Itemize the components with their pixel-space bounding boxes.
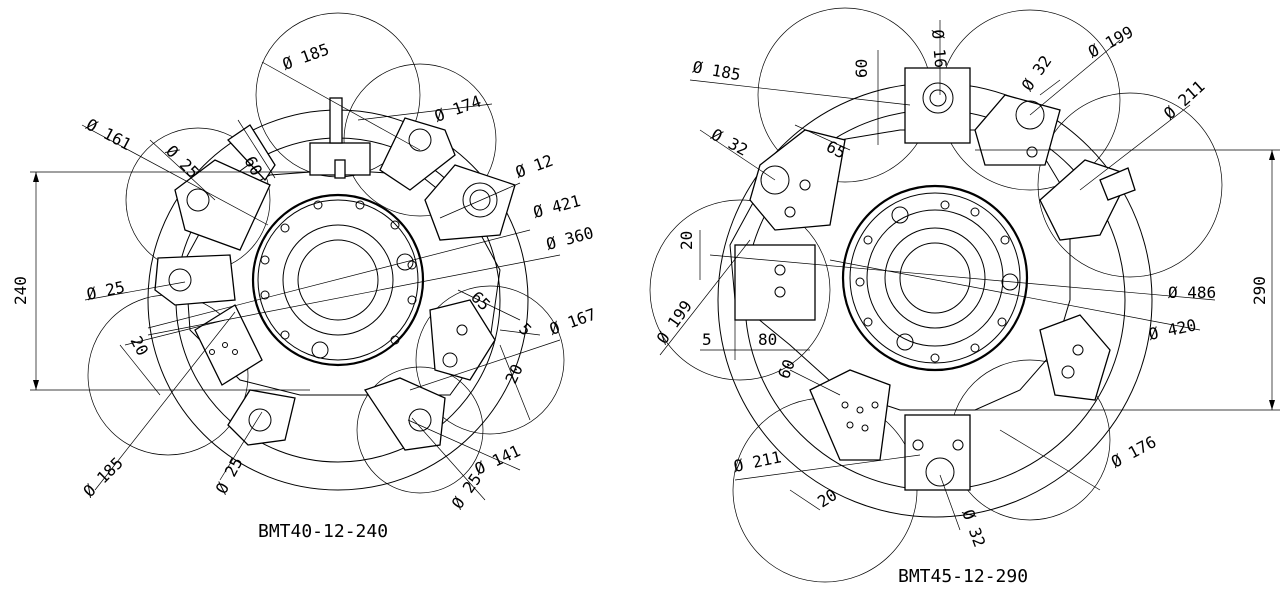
dim-v240: 240 — [11, 276, 30, 305]
dim-v60-bot: 60 — [774, 357, 799, 382]
dim-v5: 5 — [702, 330, 712, 349]
dim-d167: Ø 167 — [547, 304, 599, 338]
turret-bmt40: Ø 185 Ø 174 Ø 161 Ø 25 60 Ø 12 Ø 421 Ø 3… — [11, 12, 599, 542]
main-disc-inner-r — [849, 192, 1021, 364]
right-leaders — [659, 20, 1216, 531]
dim-v5: 5 — [515, 319, 535, 339]
dim-d32-c: Ø 32 — [958, 507, 989, 550]
bore-inner-r — [899, 242, 971, 314]
bolt-holes — [260, 200, 417, 359]
dim-v20-b: 20 — [126, 333, 152, 359]
dim-d25-c: Ø 25 — [212, 454, 247, 497]
dim-v20-a: 20 — [501, 361, 526, 386]
dim-d185-top: Ø 185 — [280, 39, 332, 73]
dim-d211-bot: Ø 211 — [732, 447, 783, 476]
dim-d174: Ø 174 — [432, 91, 484, 125]
bore-inner — [297, 239, 379, 321]
dim-d12: Ø 12 — [513, 151, 556, 182]
dim-d176: Ø 176 — [1108, 432, 1159, 471]
dim-d185-bot: Ø 185 — [79, 453, 126, 500]
dim-d32-b: Ø 32 — [708, 125, 751, 160]
tool-circle-167 — [415, 285, 565, 435]
tool-circle-174 — [343, 63, 497, 217]
tool-circle-199-left — [649, 199, 831, 381]
dim-d185: Ø 185 — [691, 57, 742, 84]
main-disc — [251, 193, 425, 367]
dim-v20-b: 20 — [814, 485, 840, 511]
dim-d486: Ø 486 — [1168, 283, 1216, 302]
main-disc-r — [841, 184, 1029, 372]
dim-v290: 290 — [1250, 276, 1269, 305]
dim-v80: 80 — [758, 330, 777, 349]
main-disc-inner — [257, 199, 419, 361]
dim-d199-left: Ø 199 — [653, 297, 696, 347]
dim-v60-top: 60 — [852, 59, 871, 78]
dim-d420: Ø 420 — [1147, 315, 1198, 344]
tool-blocks-r — [734, 67, 1136, 491]
bore-mid-r — [884, 227, 986, 329]
dim-d211-top: Ø 211 — [1160, 77, 1209, 123]
tool-blocks — [154, 97, 516, 451]
dim-d360: Ø 360 — [544, 223, 595, 254]
left-leaders — [81, 61, 561, 501]
caption-bmt40: BMT40-12-240 — [258, 521, 388, 542]
dim-d16: Ø 16 — [928, 29, 950, 69]
tool-circle-211-top — [1037, 92, 1223, 278]
dim-v20: 20 — [677, 231, 696, 250]
dim-d141: Ø 141 — [472, 441, 524, 479]
bore-outer — [282, 224, 394, 336]
dim-d25-b: Ø 25 — [85, 277, 127, 304]
tool-circle-141 — [356, 366, 484, 494]
bolt-holes-r — [855, 200, 1019, 363]
bore-outer-r — [866, 209, 1004, 347]
turret-body-r — [729, 129, 1071, 411]
turret-bmt45: Ø 16 Ø 199 Ø 185 60 Ø 32 Ø 211 Ø 32 65 2… — [649, 7, 1280, 587]
dim-d421: Ø 421 — [531, 191, 582, 222]
caption-bmt45: BMT45-12-290 — [898, 566, 1028, 587]
dim-d199-top: Ø 199 — [1085, 22, 1136, 61]
dim-d161: Ø 161 — [83, 115, 134, 154]
